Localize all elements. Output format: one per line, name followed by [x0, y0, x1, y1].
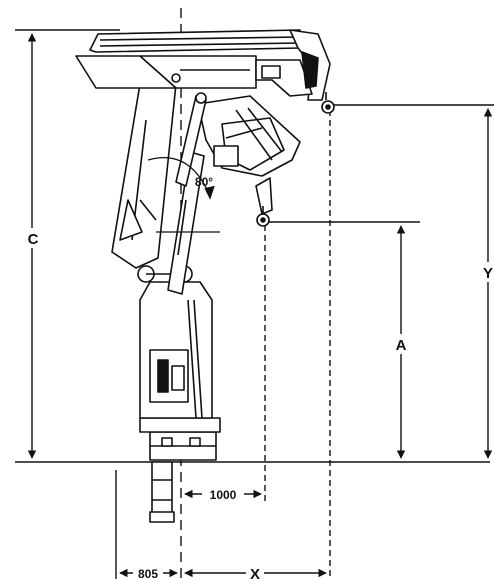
inner-boom: [111, 83, 177, 269]
dim-a-label: A: [396, 337, 407, 354]
reference-lines: [15, 8, 494, 579]
angle-indicator: [147, 156, 220, 233]
crane-drawing: [75, 29, 335, 523]
jib-cylinder: [175, 92, 207, 187]
dim-805-label: 805: [138, 567, 158, 579]
dim-x-label: X: [250, 566, 260, 579]
dim-1000-label: 1000: [210, 488, 237, 502]
main-cylinder: [167, 151, 205, 295]
angled-jib: [197, 95, 301, 215]
upper-hook: [321, 92, 335, 114]
outer-boom: [75, 55, 257, 89]
dim-y-label: Y: [483, 265, 493, 282]
lower-hook: [256, 206, 270, 227]
angle-label: 80°: [195, 175, 213, 189]
dim-c-label: C: [28, 231, 39, 248]
extension-booms: [89, 29, 331, 101]
crane-base: [139, 417, 221, 523]
